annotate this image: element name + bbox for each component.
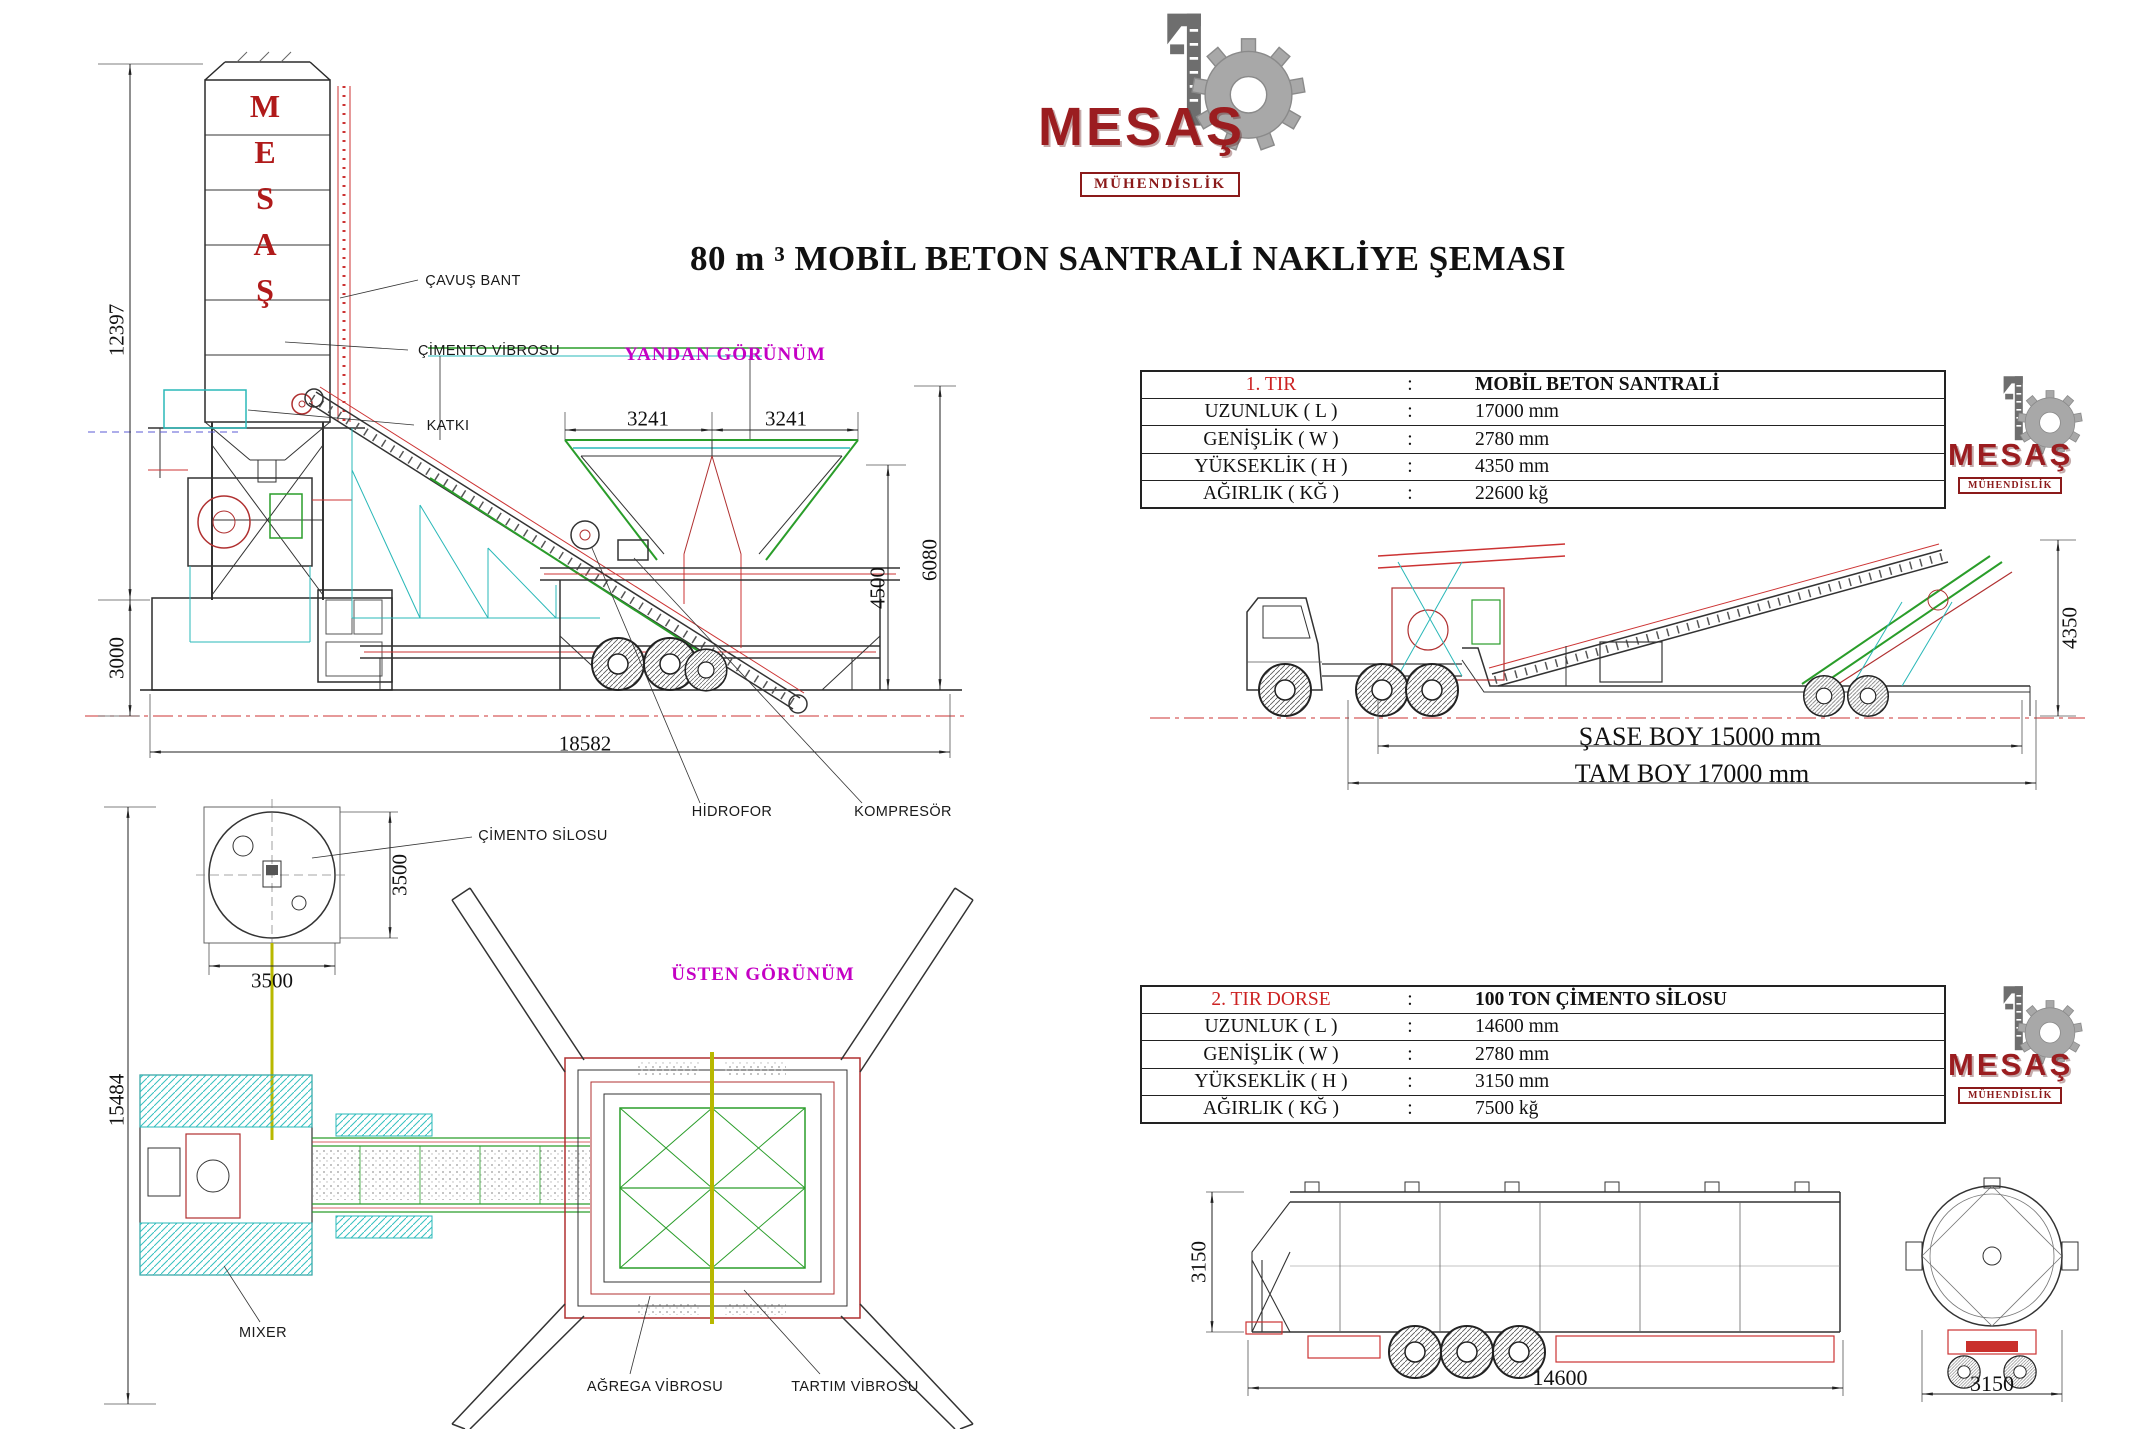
spec-value: 2780 mm — [1475, 1043, 1550, 1065]
colon: : — [1407, 401, 1413, 423]
spec-value: 3150 mm — [1475, 1070, 1550, 1092]
callout-hidrofor: HİDROFOR — [691, 804, 773, 820]
logo-subtitle: MÜHENDİSLİK — [1080, 172, 1241, 197]
spec-label: UZUNLUK ( L ) — [1204, 401, 1338, 423]
mesas-logo-main: MESAŞ MÜHENDİSLİK — [1030, 8, 1330, 208]
side-view-label: YANDAN GÖRÜNÜM — [624, 344, 826, 365]
colon: : — [1407, 455, 1413, 477]
dim-silo-height: 12397 — [104, 303, 129, 357]
colon: : — [1407, 1043, 1413, 1065]
callout-tartim-vibrosu: TARTIM VİBROSU — [791, 1379, 919, 1395]
table-row: AĞIRLIK ( KĞ ) : 22600 kğ — [1142, 481, 1944, 507]
table-row: 2. TIR DORSE : 100 TON ÇİMENTO SİLOSU — [1142, 987, 1944, 1015]
spec-label: YÜKSEKLİK ( H ) — [1194, 455, 1348, 477]
spec-value: 100 TON ÇİMENTO SİLOSU — [1475, 989, 1727, 1011]
logo-subtitle: MÜHENDİSLİK — [1958, 477, 2063, 494]
dim-bin-right: 3241 — [765, 406, 807, 431]
spec-label: YÜKSEKLİK ( H ) — [1194, 1070, 1348, 1092]
dim-base-height: 3000 — [104, 637, 129, 679]
dim-plant-total: 15484 — [104, 1073, 129, 1127]
callout-agr-vibrosu: AĞREGA VİBROSU — [586, 1379, 724, 1395]
logo-subtitle: MÜHENDİSLİK — [1958, 1087, 2063, 1104]
spec-label: GENİŞLİK ( W ) — [1203, 428, 1339, 450]
side-view-drawing — [85, 51, 965, 804]
spec-value: MOBİL BETON SANTRALİ — [1475, 374, 1720, 396]
silo-brand-letters: MESAŞ — [247, 88, 283, 318]
truck2-spec-table: 2. TIR DORSE : 100 TON ÇİMENTO SİLOSU UZ… — [1140, 985, 1946, 1124]
callout-katki: KATKI — [426, 418, 470, 434]
colon: : — [1407, 482, 1413, 504]
spec-value: 17000 mm — [1475, 401, 1559, 423]
table-row: YÜKSEKLİK ( H ) : 3150 mm — [1142, 1069, 1944, 1096]
table-row: GENİŞLİK ( W ) : 2780 mm — [1142, 1041, 1944, 1069]
dim-trailer-height: 3150 — [1186, 1241, 1211, 1283]
colon: : — [1407, 374, 1413, 396]
dim-trailer-rear-width: 3150 — [1970, 1371, 2014, 1396]
dim-outer-height: 6080 — [917, 539, 942, 581]
colon: : — [1407, 428, 1413, 450]
logo-brand-text: MESAŞ — [1948, 1047, 2074, 1082]
truck2-drawing — [1206, 1177, 2079, 1402]
top-view-drawing — [104, 799, 974, 1429]
table-row: YÜKSEKLİK ( H ) : 4350 mm — [1142, 454, 1944, 481]
dim-inner-height: 4500 — [865, 567, 890, 609]
mesas-logo-panel2: MESAŞ MÜHENDİSLİK — [1948, 983, 2098, 1133]
table-row: AĞIRLIK ( KĞ ) : 7500 kğ — [1142, 1096, 1944, 1122]
spec-value: 7500 kğ — [1475, 1097, 1539, 1119]
colon: : — [1407, 1097, 1413, 1119]
dim-silo-diameter-h: 3500 — [251, 968, 293, 993]
logo-brand-text: MESAŞ — [1948, 437, 2074, 472]
spec-label: 2. TIR DORSE — [1211, 989, 1331, 1011]
spec-label: UZUNLUK ( L ) — [1204, 1016, 1338, 1038]
spec-value: 14600 mm — [1475, 1016, 1559, 1038]
table-row: GENİŞLİK ( W ) : 2780 mm — [1142, 426, 1944, 454]
table-row: 1. TIR : MOBİL BETON SANTRALİ — [1142, 372, 1944, 400]
spec-label: AĞIRLIK ( KĞ ) — [1203, 1097, 1339, 1119]
callout-cimento-vibrosu: ÇİMENTO VİBROSU — [418, 343, 560, 359]
dim-trailer-length: 14600 — [1532, 1365, 1588, 1390]
table-row: UZUNLUK ( L ) : 14600 mm — [1142, 1014, 1944, 1042]
mesas-logo-panel1: MESAŞ MÜHENDİSLİK — [1948, 373, 2098, 523]
spec-value: 22600 kğ — [1475, 482, 1549, 504]
spec-label: GENİŞLİK ( W ) — [1203, 1043, 1339, 1065]
dim-silo-diameter-v: 3500 — [387, 854, 412, 896]
dim-total-length: 18582 — [558, 731, 612, 756]
dim-truck1-height: 4350 — [2057, 607, 2082, 649]
dim-bin-left: 3241 — [627, 406, 669, 431]
truck1-spec-table: 1. TIR : MOBİL BETON SANTRALİ UZUNLUK ( … — [1140, 370, 1946, 509]
top-view-label: ÜSTEN GÖRÜNÜM — [671, 964, 855, 985]
sheet-title: 80 m ³ MOBİL BETON SANTRALİ NAKLİYE ŞEMA… — [690, 239, 1566, 278]
spec-value: 2780 mm — [1475, 428, 1550, 450]
callout-mixer: MIXER — [239, 1325, 287, 1341]
spec-label: 1. TIR — [1245, 374, 1297, 396]
colon: : — [1407, 1070, 1413, 1092]
table-row: UZUNLUK ( L ) : 17000 mm — [1142, 399, 1944, 427]
spec-label: AĞIRLIK ( KĞ ) — [1203, 482, 1339, 504]
callout-cavus-bant: ÇAVUŞ BANT — [425, 273, 521, 289]
logo-brand-text: MESAŞ — [1038, 97, 1246, 157]
dim-tam-boy: TAM BOY 17000 mm — [1574, 759, 1810, 788]
spec-value: 4350 mm — [1475, 455, 1550, 477]
truck1-drawing — [1150, 539, 2085, 790]
colon: : — [1407, 989, 1413, 1011]
dim-sase-boy: ŞASE BOY 15000 mm — [1578, 722, 1822, 751]
colon: : — [1407, 1016, 1413, 1038]
callout-kompresor: KOMPRESÖR — [854, 804, 952, 820]
callout-cimento-silosu: ÇİMENTO SİLOSU — [478, 828, 608, 844]
